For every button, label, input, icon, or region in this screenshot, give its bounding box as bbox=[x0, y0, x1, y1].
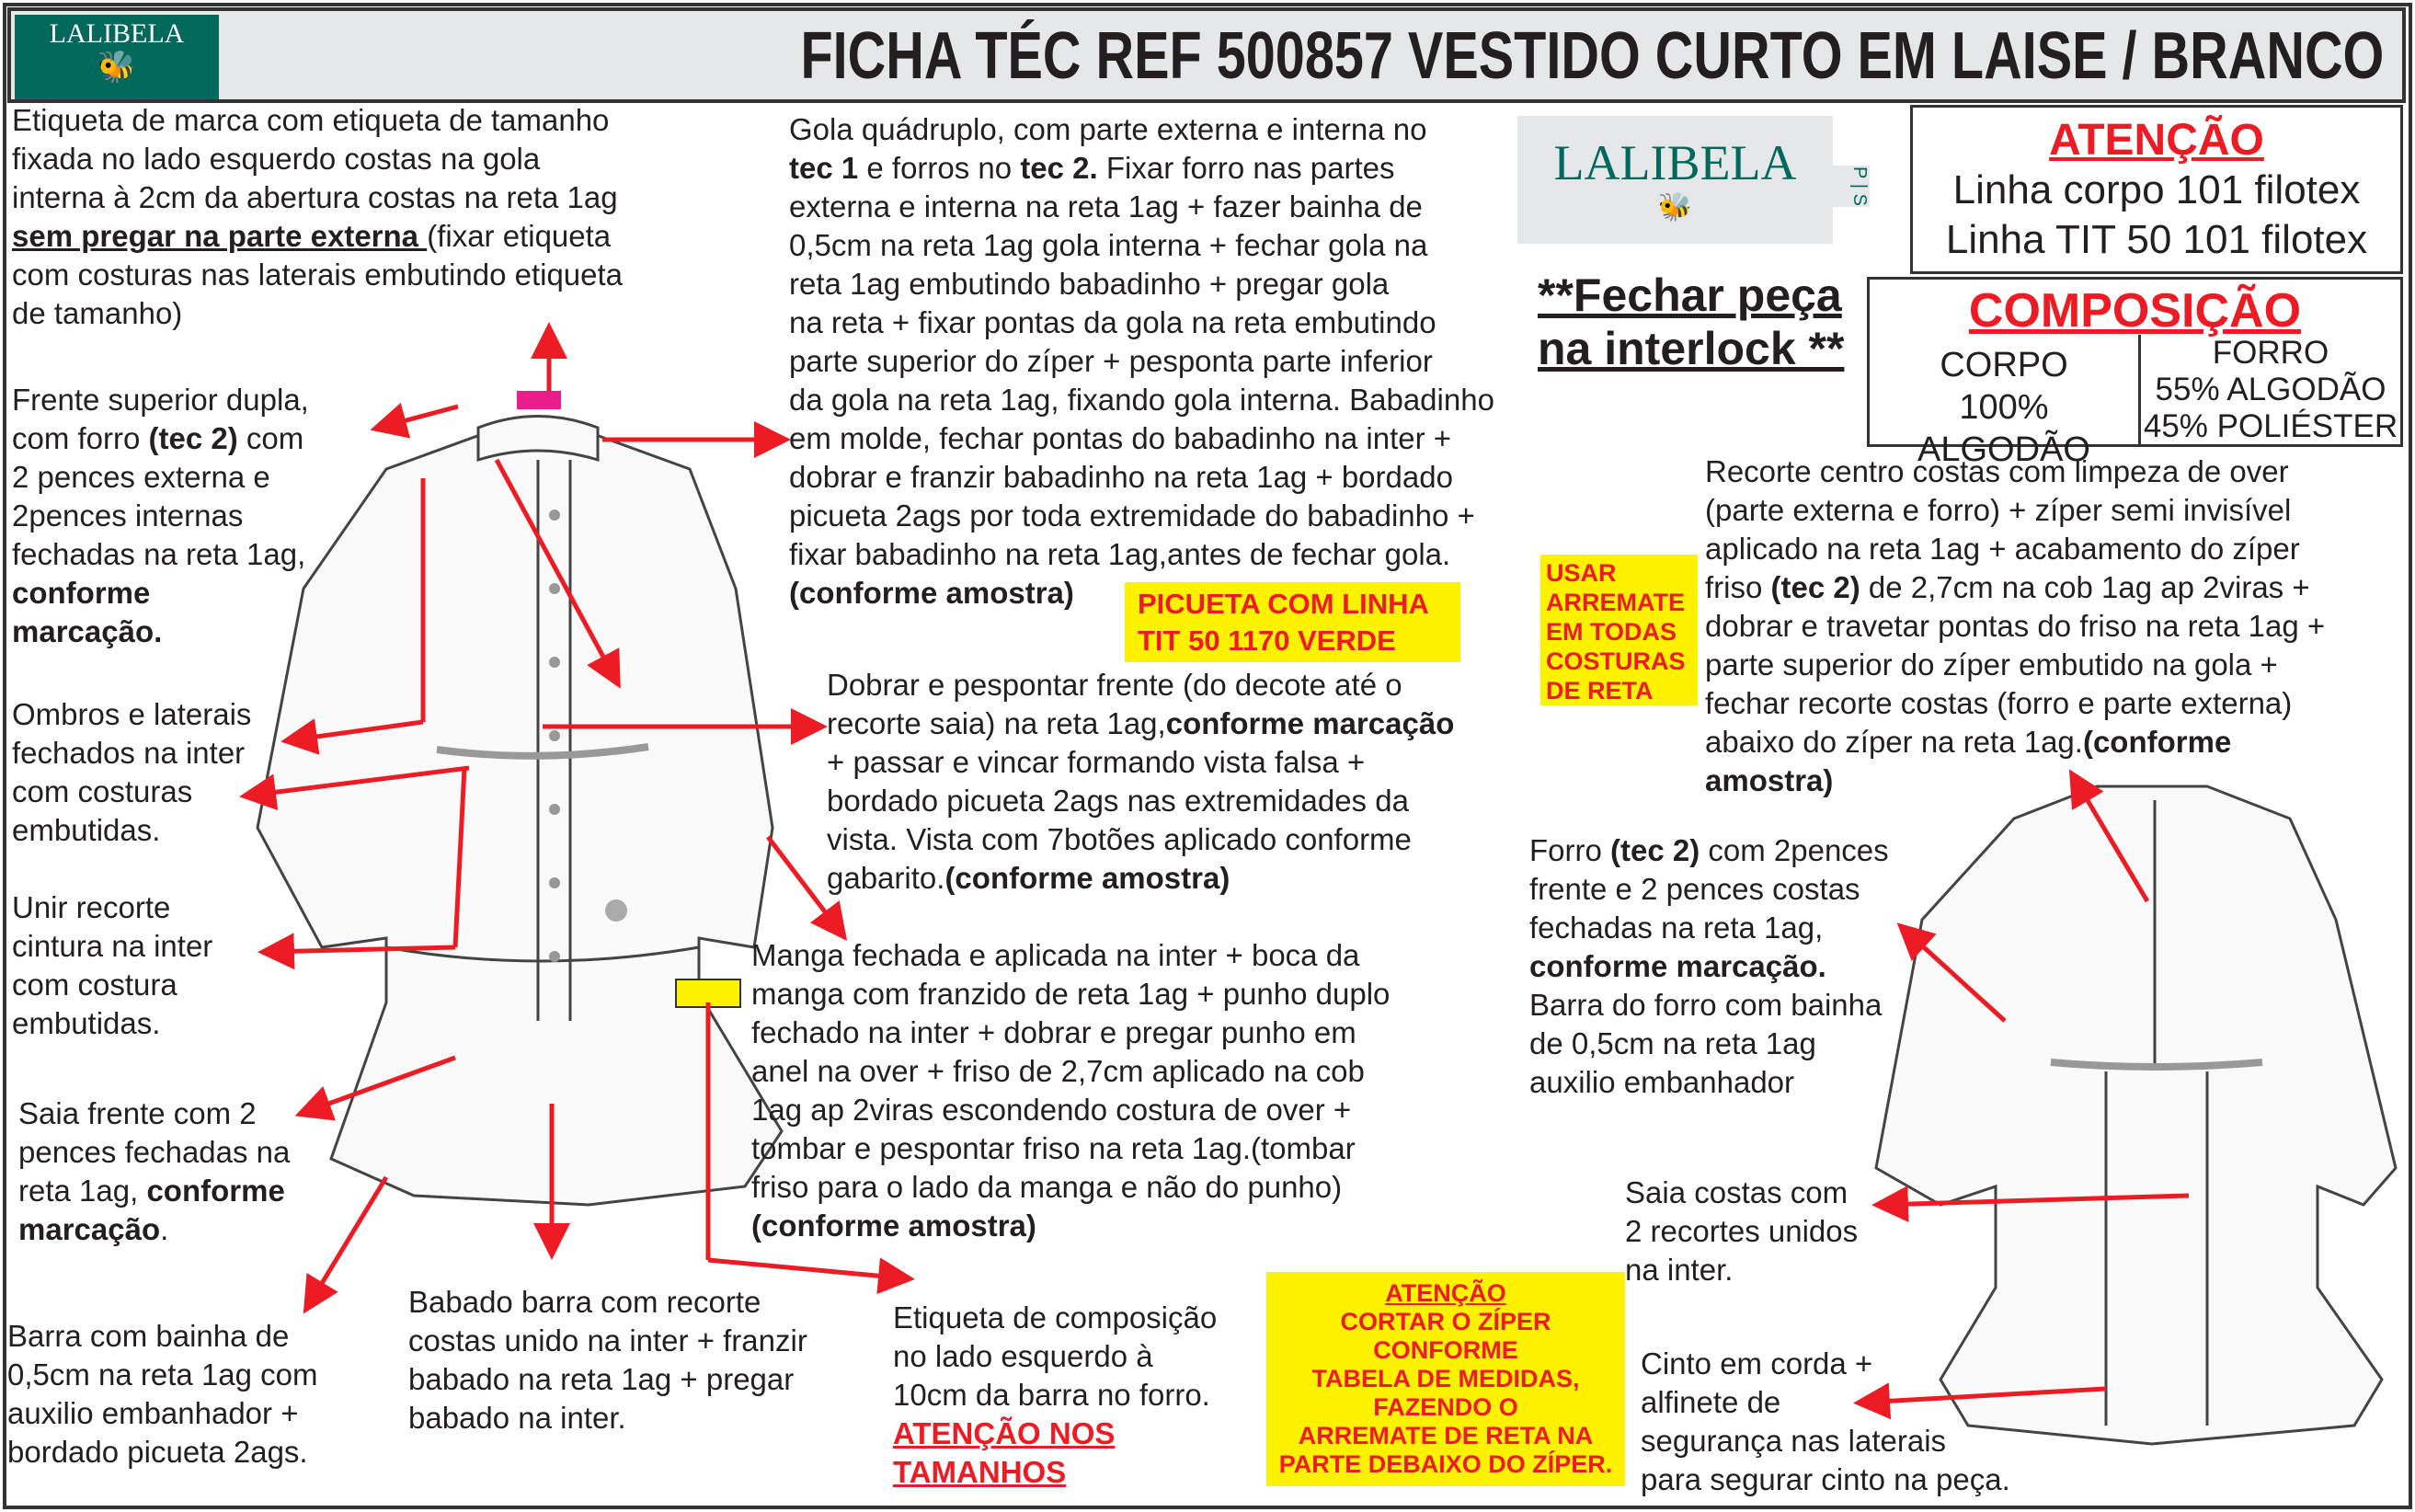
logo-text: LALIBELA bbox=[49, 18, 185, 49]
note-ruffle: Babado barra com recorte costas unido na… bbox=[408, 1285, 807, 1435]
page-frame bbox=[3, 3, 2412, 1509]
brand-label-sample: LALIBELA 🐝 bbox=[1517, 116, 1833, 244]
attention-box: ATENÇÃO Linha corpo 101 filotex Linha TI… bbox=[1910, 105, 2403, 274]
page-title: FICHA TÉC REF 500857 VESTIDO CURTO EM LA… bbox=[800, 19, 2384, 93]
brand-label-logo: LALIBELA bbox=[1553, 135, 1797, 190]
note-composition-label: Etiqueta de composição no lado esquerdo … bbox=[893, 1300, 1218, 1489]
note-shoulders: Ombros e laterais fechados na inter com … bbox=[12, 697, 252, 847]
zipper-callout: ATENÇÃO CORTAR O ZÍPER CONFORME TABELA D… bbox=[1266, 1272, 1625, 1486]
red-arrows bbox=[239, 322, 2190, 1420]
note-hem: Barra com bainha de 0,5cm na reta 1ag co… bbox=[7, 1319, 318, 1469]
note-placket: Dobrar e pespontar frente (do decote até… bbox=[827, 668, 1455, 895]
front-dress-sketch bbox=[256, 415, 784, 1207]
front-buttons bbox=[549, 510, 560, 962]
bee-icon: 🐝 bbox=[1657, 192, 1693, 223]
note-brand-label: Etiqueta de marca com etiqueta de tamanh… bbox=[12, 103, 624, 330]
note-belt: Cinto em corda + alfinete de segurança n… bbox=[1641, 1346, 2010, 1496]
note-sleeve: Manga fechada e aplicada na inter + boca… bbox=[751, 938, 1391, 1243]
bee-icon: 🐝 bbox=[97, 51, 137, 85]
note-lining: Forro (tec 2) com 2pences frente e 2 pen… bbox=[1529, 833, 1889, 1099]
size-label: P | S bbox=[1833, 166, 1870, 207]
brand-logo: LALIBELA🐝 bbox=[15, 15, 219, 99]
note-back-zipper: Recorte centro costas com limpeza de ove… bbox=[1705, 454, 2326, 797]
backstitch-callout: USAR ARREMATE EM TODAS COSTURAS DE RETA bbox=[1540, 555, 1698, 705]
tassel bbox=[605, 899, 627, 922]
back-dress-sketch bbox=[1874, 785, 2398, 1446]
note-waist: Unir recorte cintura na inter com costur… bbox=[12, 890, 213, 1040]
header: LALIBELA🐝 FICHA TÉC REF 500857 VESTIDO C… bbox=[7, 7, 2406, 103]
brand-label-marker bbox=[517, 391, 561, 409]
note-skirt-front: Saia frente com 2 pences fechadas na ret… bbox=[18, 1096, 291, 1246]
picueta-callout: PICUETA COM LINHA TIT 50 1170 VERDE bbox=[1125, 582, 1460, 662]
note-skirt-back: Saia costas com 2 recortes unidos na int… bbox=[1625, 1175, 1859, 1287]
note-upper-front: Frente superior dupla, com forro (tec 2)… bbox=[12, 383, 309, 648]
note-collar: Gola quádruplo, com parte externa e inte… bbox=[789, 112, 1494, 610]
